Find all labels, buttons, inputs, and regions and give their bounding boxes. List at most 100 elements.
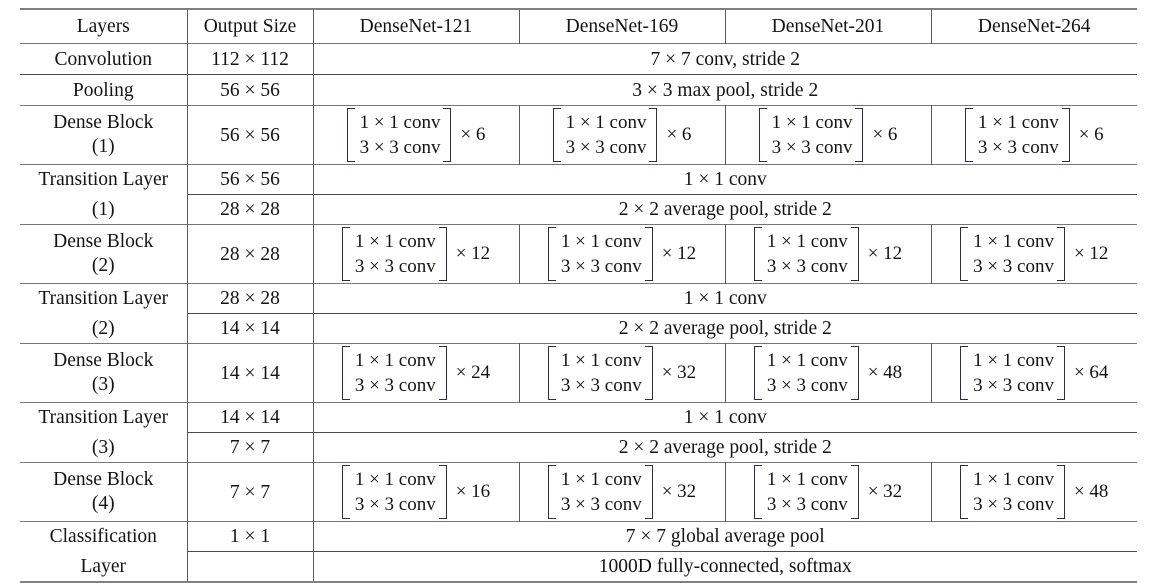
conv-line-3x3: 3 × 3 conv [973,494,1054,515]
conv-line-3x3: 3 × 3 conv [973,375,1054,396]
cell-layer-dense-block-1: Dense Block (1) [20,105,188,165]
cell-layer-classification-line1: Classification [20,521,188,552]
cell-output-size-dense-block-4: 7 × 7 [187,462,314,522]
cell-spanned-transition-1b: 2 × 2 average pool, stride 2 [313,194,1137,225]
conv-line-3x3: 3 × 3 conv [977,137,1059,158]
dense-block-1-label-line2: (1) [91,136,115,157]
cell-output-size-classification: 1 × 1 [187,521,314,552]
cell-layer-dense-block-3: Dense Block (3) [20,343,188,403]
block-multiplier: × 16 [455,480,491,502]
cell-layer-convolution: Convolution [20,43,188,75]
conv-line-3x3: 3 × 3 conv [560,494,642,515]
row-transition-layer-1b: (1) 28 × 28 2 × 2 average pool, stride 2 [20,194,1137,225]
cell-output-size-transition-2b: 14 × 14 [187,313,314,344]
conv-line-3x3: 3 × 3 conv [560,375,642,396]
row-dense-block-2: Dense Block (2) 28 × 28 1 × 1 conv 3 × 3… [20,224,1137,284]
conv-line-1x1: 1 × 1 conv [973,468,1054,490]
cell-spanned-transition-2a: 1 × 1 conv [313,283,1137,314]
row-transition-layer-2a: Transition Layer 28 × 28 1 × 1 conv [20,283,1137,314]
cell-dense-block-2-densenet-121: 1 × 1 conv 3 × 3 conv × 12 [313,224,520,284]
cell-output-size-transition-1b: 28 × 28 [187,194,314,225]
cell-layer-transition-1-line1: Transition Layer [20,164,188,195]
cell-layer-dense-block-2: Dense Block (2) [20,224,188,284]
block-multiplier: × 48 [1073,480,1109,502]
conv-bracket: 1 × 1 conv 3 × 3 conv [341,464,447,520]
cell-dense-block-3-densenet-201: 1 × 1 conv 3 × 3 conv × 48 [725,343,932,403]
dense-block-4-label-line1: Dense Block [53,469,154,491]
cell-layer-pooling: Pooling [20,74,188,106]
block-multiplier: × 12 [455,242,491,264]
cell-output-size-convolution: 112 × 112 [187,43,314,75]
dense-block-1-label-line1: Dense Block [53,112,154,134]
conv-line-1x1: 1 × 1 conv [565,111,647,133]
conv-bracket: 1 × 1 conv 3 × 3 conv [547,464,653,520]
block-multiplier: × 6 [666,123,692,145]
block-multiplier: × 12 [661,242,697,264]
row-dense-block-4: Dense Block (4) 7 × 7 1 × 1 conv 3 × 3 c… [20,462,1137,522]
row-dense-block-1: Dense Block (1) 56 × 56 1 × 1 conv 3 × 3… [20,105,1137,165]
cell-output-size-dense-block-1: 56 × 56 [187,105,314,165]
conv-bracket: 1 × 1 conv 3 × 3 conv [960,464,1065,520]
conv-line-3x3: 3 × 3 conv [359,137,441,158]
conv-bracket: 1 × 1 conv 3 × 3 conv [346,107,452,163]
header-densenet-121: DenseNet-121 [313,8,520,44]
cell-dense-block-3-densenet-264: 1 × 1 conv 3 × 3 conv × 64 [931,343,1137,403]
conv-bracket: 1 × 1 conv 3 × 3 conv [341,226,447,282]
cell-dense-block-4-densenet-264: 1 × 1 conv 3 × 3 conv × 48 [931,462,1137,522]
cell-output-size-pooling: 56 × 56 [187,74,314,106]
cell-output-size-transition-3a: 14 × 14 [187,402,314,433]
block-multiplier: × 6 [872,123,898,145]
row-classification-layer-b: Layer 1000D fully-connected, softmax [20,551,1137,582]
conv-line-1x1: 1 × 1 conv [771,111,853,133]
block-multiplier: × 24 [455,361,491,383]
cell-dense-block-1-densenet-121: 1 × 1 conv 3 × 3 conv × 6 [313,105,520,165]
cell-output-size-transition-2a: 28 × 28 [187,283,314,314]
conv-bracket: 1 × 1 conv 3 × 3 conv [341,345,447,401]
cell-dense-block-1-densenet-264: 1 × 1 conv 3 × 3 conv × 6 [931,105,1137,165]
cell-spanned-classification-b: 1000D fully-connected, softmax [313,551,1137,582]
cell-output-size-classification-b [187,551,314,582]
conv-line-3x3: 3 × 3 conv [354,375,436,396]
row-transition-layer-1a: Transition Layer 56 × 56 1 × 1 conv [20,164,1137,195]
cell-layer-dense-block-4: Dense Block (4) [20,462,188,522]
conv-bracket: 1 × 1 conv 3 × 3 conv [552,107,658,163]
block-multiplier: × 64 [1073,361,1109,383]
cell-layer-classification-line2: Layer [20,551,188,582]
cell-layer-transition-3-line1: Transition Layer [20,402,188,433]
conv-line-1x1: 1 × 1 conv [766,230,848,252]
conv-line-1x1: 1 × 1 conv [560,468,642,490]
conv-line-3x3: 3 × 3 conv [565,137,647,158]
conv-line-1x1: 1 × 1 conv [766,349,848,371]
block-multiplier: × 12 [1073,242,1109,264]
table-header-row: Layers Output Size DenseNet-121 DenseNet… [20,8,1137,44]
conv-bracket: 1 × 1 conv 3 × 3 conv [964,107,1070,163]
header-densenet-264: DenseNet-264 [931,8,1137,44]
header-output-size: Output Size [187,8,314,44]
cell-spanned-transition-3b: 2 × 2 average pool, stride 2 [313,432,1137,463]
cell-layer-transition-2-line1: Transition Layer [20,283,188,314]
conv-line-1x1: 1 × 1 conv [973,230,1054,252]
dense-block-2-label-line1: Dense Block [53,231,154,253]
header-densenet-169: DenseNet-169 [519,8,726,44]
cell-spanned-classification-a: 7 × 7 global average pool [313,521,1137,552]
conv-line-3x3: 3 × 3 conv [560,256,642,277]
conv-bracket: 1 × 1 conv 3 × 3 conv [753,464,859,520]
block-multiplier: × 12 [867,242,903,264]
cell-dense-block-4-densenet-201: 1 × 1 conv 3 × 3 conv × 32 [725,462,932,522]
dense-block-3-label-line1: Dense Block [53,350,154,372]
conv-bracket: 1 × 1 conv 3 × 3 conv [960,226,1065,282]
dense-block-2-label-line2: (2) [91,255,115,276]
cell-dense-block-1-densenet-201: 1 × 1 conv 3 × 3 conv × 6 [725,105,932,165]
row-classification-layer-a: Classification 1 × 1 7 × 7 global averag… [20,521,1137,552]
block-multiplier: × 6 [1078,123,1104,145]
conv-line-1x1: 1 × 1 conv [977,111,1059,133]
block-multiplier: × 32 [867,480,903,502]
row-transition-layer-2b: (2) 14 × 14 2 × 2 average pool, stride 2 [20,313,1137,344]
block-multiplier: × 32 [661,480,697,502]
conv-bracket: 1 × 1 conv 3 × 3 conv [753,345,859,401]
conv-bracket: 1 × 1 conv 3 × 3 conv [758,107,864,163]
cell-output-size-transition-1a: 56 × 56 [187,164,314,195]
cell-spanned-transition-2b: 2 × 2 average pool, stride 2 [313,313,1137,344]
cell-dense-block-2-densenet-264: 1 × 1 conv 3 × 3 conv × 12 [931,224,1137,284]
cell-spanned-transition-1a: 1 × 1 conv [313,164,1137,195]
